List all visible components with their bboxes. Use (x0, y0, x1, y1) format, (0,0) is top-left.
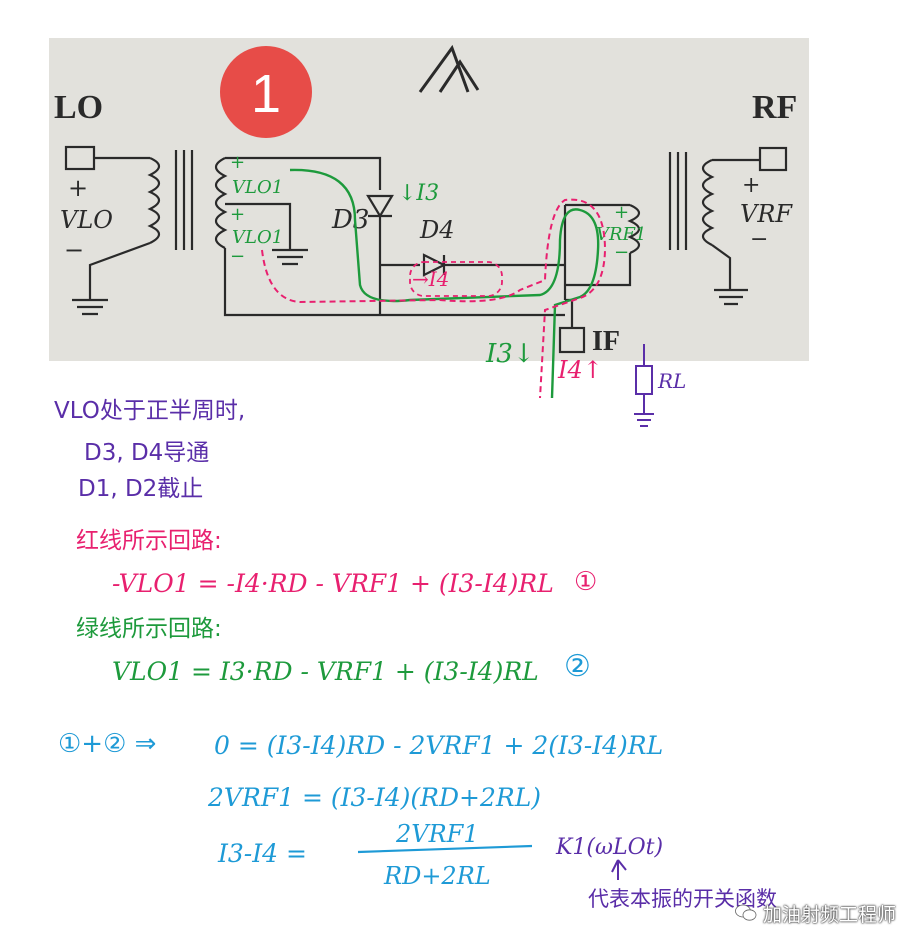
k1-arrow-icon (611, 859, 627, 880)
watermark: 加油射频工程师 (735, 901, 896, 926)
sum-equation-2: 2VRF1 = (I3-I4)(RD+2RL) (207, 783, 541, 812)
vlo-label: VLO (60, 206, 113, 234)
sum-equation-1: 0 = (I3-I4)RD - 2VRF1 + 2(I3-I4)RL (214, 731, 663, 760)
fraction-numerator: 2VRF1 (395, 820, 479, 848)
rf-label: RF (752, 89, 797, 126)
i4-loop-label: →I4 (412, 267, 449, 291)
fraction-denominator: RD+2RL (383, 862, 491, 890)
lo-label: LO (54, 89, 103, 126)
vrf-label: VRF (740, 200, 793, 228)
note-line2: D3, D4导通 (84, 440, 209, 466)
i4-below-label: I4↑ (557, 356, 603, 384)
rl-label: RL (657, 369, 686, 393)
vlo1-bottom-plus: + (230, 204, 245, 225)
i3-below-label: I3↓ (485, 339, 535, 369)
logo-icon (418, 44, 480, 93)
vlo-plus: + (68, 174, 88, 202)
k1-label: K1(ωLOt) (555, 835, 663, 860)
green-loop (289, 168, 600, 399)
red-heading: 红线所示回路: (76, 528, 222, 554)
vlo1-bottom: VLO1 (232, 227, 283, 248)
sum-lhs: ①+② ⇒ (58, 729, 156, 759)
note-line3: D1, D2截止 (78, 476, 203, 502)
red-loop (261, 198, 607, 399)
red-loop-d4 (409, 261, 503, 297)
circuit-wires (64, 145, 788, 354)
green-equation: VLO1 = I3·RD - VRF1 + (I3-I4)RL (112, 657, 539, 686)
vrf-minus: − (750, 227, 768, 252)
vrf1-label: VRF1 (596, 224, 647, 245)
watermark-text: 加油射频工程师 (762, 903, 896, 926)
vrf-plus: + (742, 173, 760, 198)
load-resistor (634, 344, 654, 427)
badge-number: 1 (251, 64, 281, 124)
number-badge (220, 46, 312, 138)
vlo1-bottom-minus: − (230, 246, 245, 267)
d4-label: D4 (419, 216, 455, 244)
vrf1-plus: + (614, 202, 629, 223)
vlo1-top: VLO1 (232, 177, 283, 198)
wechat-icon (735, 904, 757, 921)
red-equation: -VLO1 = -I4·RD - VRF1 + (I3-I4)RL (112, 569, 554, 598)
i3-arrow-label: ↓I3 (398, 181, 439, 206)
green-equation-number: ② (564, 649, 591, 684)
vlo1-top-plus: + (230, 152, 245, 173)
d3-label: D3 (331, 205, 369, 235)
fraction-bar (357, 844, 533, 854)
vrf1-minus: − (614, 242, 629, 263)
vlo-minus: − (64, 236, 84, 264)
note-line1: VLO处于正半周时, (54, 398, 245, 424)
green-heading: 绿线所示回路: (76, 616, 222, 642)
if-label: IF (592, 326, 620, 357)
red-equation-number: ① (574, 567, 597, 597)
sum-equation-3-lhs: I3-I4 = (217, 839, 307, 868)
